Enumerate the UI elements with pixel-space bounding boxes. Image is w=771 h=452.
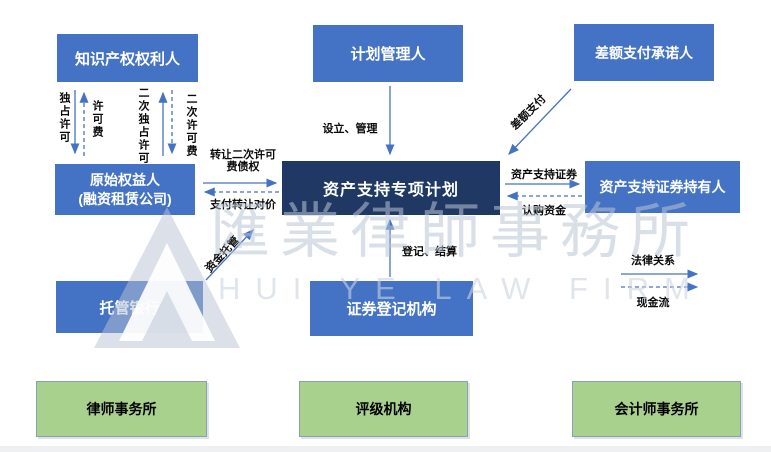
node-shortfall-promisor: 差额支付承诺人 (574, 24, 714, 81)
label-registration-settlement: 登记、结算 (402, 246, 457, 258)
originator-line1: 原始权益人 (90, 172, 160, 189)
legend-cash-flow-label: 现金流 (636, 297, 670, 309)
node-ip-rights-holder: 知识产权权利人 (57, 34, 198, 82)
label-shortfall-payment: 差额支付 (508, 92, 549, 133)
label-transfer-receivable: 转让二次许可 费债权 (201, 149, 285, 173)
node-accounting-firm: 会计师事务所 (572, 381, 741, 437)
transfer-receivable-line2: 费债权 (226, 161, 260, 173)
label-subscription-funds: 认购资金 (522, 205, 566, 217)
bottom-strip (0, 446, 771, 452)
node-originator: 原始权益人 (融资租赁公司) (55, 164, 195, 215)
label-fund-custody: 资金托管 (203, 234, 243, 275)
node-abs-holders: 资产支持证券持有人 (585, 161, 740, 213)
node-law-firm: 律师事务所 (36, 381, 207, 437)
node-plan-manager: 计划管理人 (313, 25, 463, 82)
node-rating-agency: 评级机构 (299, 381, 468, 437)
label-setup-manage: 设立、管理 (322, 123, 378, 135)
transfer-receivable-line1: 转让二次许可 (210, 149, 276, 161)
label-pay-consideration: 支付转让对价 (210, 199, 276, 211)
label-second-license-fee: 二次许可费 (185, 93, 197, 158)
originator-line2: (融资租赁公司) (78, 190, 172, 207)
node-securities-registrar: 证券登记机构 (310, 281, 473, 336)
node-custodian-bank: 托管银行 (56, 281, 203, 333)
label-second-exclusive-license: 二次独占许可 (137, 87, 149, 165)
label-abs-securities: 资产支持证券 (511, 169, 577, 181)
legend-legal-relation-label: 法律关系 (631, 255, 675, 267)
label-exclusive-license: 独占许可 (58, 92, 70, 144)
node-abs-special-plan: 资产支持专项计划 (282, 161, 500, 215)
label-license-fee: 许可费 (91, 100, 103, 139)
